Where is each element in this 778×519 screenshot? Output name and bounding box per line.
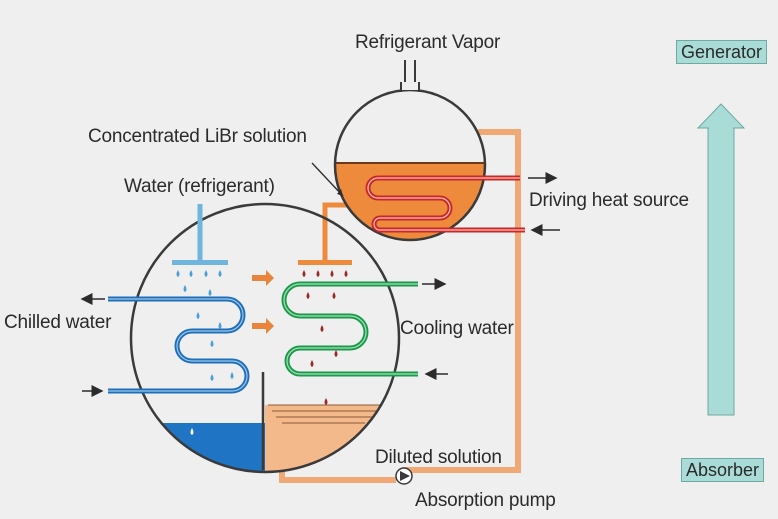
- generator-vessel: [333, 60, 487, 242]
- concentrated-solution-label: Concentrated LiBr solution: [88, 126, 307, 147]
- refrigerant-vapor-label: Refrigerant Vapor: [355, 32, 501, 53]
- concentrated-solution-pipe: [322, 202, 355, 262]
- refrigerant-droplets: [176, 270, 234, 435]
- driving-heat-source-label: Driving heat source: [529, 190, 689, 211]
- absorber-sprayer: [298, 260, 352, 265]
- absorption-pump-label: Absorption pump: [415, 490, 556, 511]
- concentrated-solution-leader: [311, 162, 344, 197]
- refrigerant-sprayer: [172, 204, 228, 265]
- chilled-water-label: Chilled water: [4, 312, 112, 333]
- solution-droplets: [302, 270, 348, 405]
- cooling-water-label: Cooling water: [400, 318, 514, 339]
- solution-pipe: [412, 129, 521, 473]
- absorption-pump: [395, 467, 413, 485]
- vapor-flow-arrows: [252, 270, 274, 334]
- diluted-solution-label: Diluted solution: [375, 447, 502, 468]
- generator-tag: Generator: [676, 40, 768, 64]
- process-direction-arrow: [696, 103, 746, 416]
- absorber-tag: Absorber: [681, 458, 765, 482]
- water-refrigerant-label: Water (refrigerant): [124, 176, 275, 197]
